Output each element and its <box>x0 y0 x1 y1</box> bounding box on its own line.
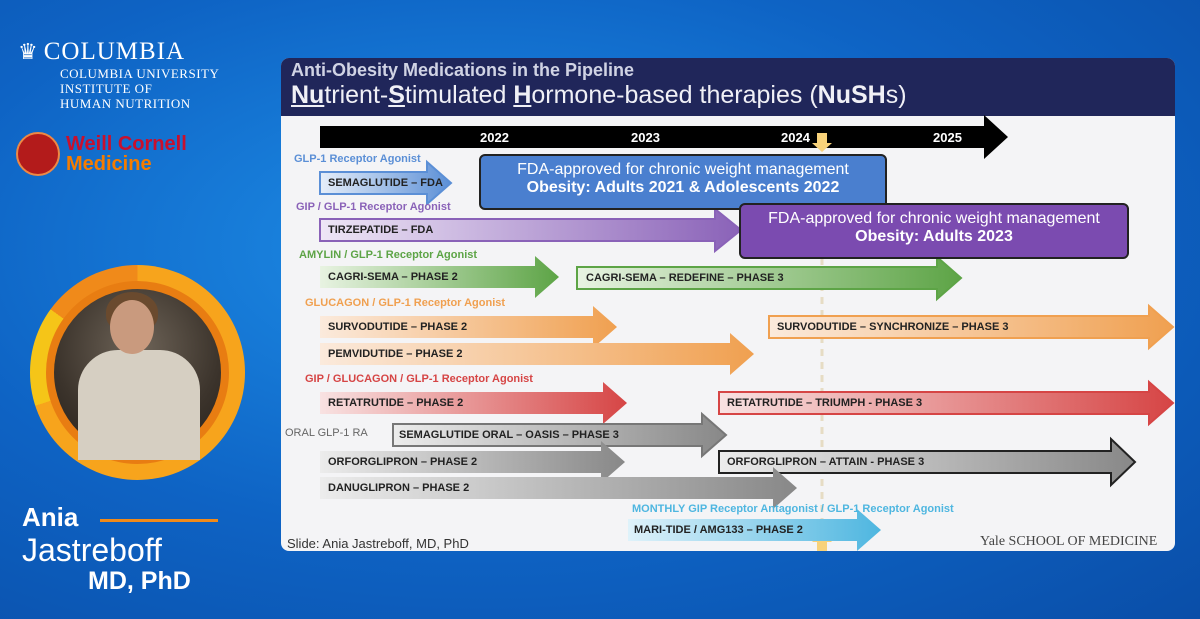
weill-line2: Medicine <box>66 153 152 175</box>
label-semaoral: SEMAGLUTIDE ORAL – OASIS – PHASE 3 <box>399 429 619 441</box>
slide-header <box>281 58 1175 116</box>
bar-maritide <box>628 509 881 551</box>
category-amylin: AMYLIN / GLP-1 Receptor Agonist <box>299 249 478 261</box>
speaker-last-name: Jastreboff <box>22 532 162 568</box>
columbia-sub2: INSTITUTE OF <box>60 81 153 96</box>
label-cagri3: CAGRI-SEMA – REDEFINE – PHASE 3 <box>586 272 784 284</box>
category-glp1: GLP-1 Receptor Agonist <box>294 153 421 165</box>
callout2-line2: Obesity: Adults 2023 <box>855 228 1013 245</box>
bar-semaoral <box>392 411 728 459</box>
label-reta3: RETATRUTIDE – TRIUMPH - PHASE 3 <box>727 397 923 409</box>
bar-reta3 <box>718 379 1175 427</box>
slide-title: Anti-Obesity Medications in the Pipeline <box>291 60 635 80</box>
label-orfor2: ORFORGLIPRON – PHASE 2 <box>328 456 478 468</box>
year-2024: 2024 <box>781 130 810 145</box>
columbia-logo: ♛ COLUMBIA COLUMBIA UNIVERSITY INSTITUTE… <box>18 38 219 111</box>
category-glucagon: GLUCAGON / GLP-1 Receptor Agonist <box>305 297 506 309</box>
st-p7: NuSH <box>817 81 886 109</box>
bar-survo2 <box>320 306 617 348</box>
callout-semaglutide: FDA-approved for chronic weight manageme… <box>479 154 887 210</box>
category-oral: ORAL GLP-1 RA <box>285 427 368 439</box>
category-triple: GIP / GLUCAGON / GLP-1 Receptor Agonist <box>305 373 533 385</box>
label-pemvi: PEMVIDUTIDE – PHASE 2 <box>328 348 463 360</box>
label-maritide: MARI-TIDE / AMG133 – PHASE 2 <box>634 524 803 536</box>
weill-cornell-logo: Weill Cornell Medicine <box>16 132 187 176</box>
speaker-divider <box>100 519 218 522</box>
label-survo3: SURVODUTIDE – SYNCHRONIZE – PHASE 3 <box>777 321 1009 333</box>
speaker-figure-head <box>110 300 154 354</box>
columbia-name: COLUMBIA <box>43 38 186 65</box>
category-monthly: MONTHLY GIP Receptor Antagonist / GLP-1 … <box>632 503 954 515</box>
label-cagri2: CAGRI-SEMA – PHASE 2 <box>328 271 458 283</box>
slide: Anti-Obesity Medications in the Pipeline… <box>281 58 1175 551</box>
st-p3: S <box>388 81 405 109</box>
st-p8: s) <box>885 81 907 109</box>
callout2-line1: FDA-approved for chronic weight manageme… <box>768 210 1100 227</box>
speaker-name-card: Ania Jastreboff MD, PhD <box>22 502 191 596</box>
year-2023: 2023 <box>631 130 660 145</box>
label-survo2: SURVODUTIDE – PHASE 2 <box>328 321 468 333</box>
label-danu: DANUGLIPRON – PHASE 2 <box>328 482 470 494</box>
bar-reta2 <box>320 382 627 424</box>
slide-subtitle: Nutrient-Stimulated Hormone-based therap… <box>291 81 907 110</box>
bar-cagri2 <box>320 256 559 298</box>
bar-danu <box>320 467 797 509</box>
st-p2: trient- <box>324 81 389 109</box>
st-p1: Nu <box>291 81 325 109</box>
callout1-line1: FDA-approved for chronic weight manageme… <box>517 161 849 178</box>
year-2022: 2022 <box>480 130 509 145</box>
callout1-line2: Obesity: Adults 2021 & Adolescents 2022 <box>526 179 840 196</box>
st-p4: timulated <box>404 81 514 109</box>
yale-logo: Yale SCHOOL OF MEDICINE <box>980 534 1158 549</box>
marker-2024-bottom <box>812 532 832 551</box>
label-orfor3: ORFORGLIPRON – ATTAIN - PHASE 3 <box>727 456 925 468</box>
label-semaglutide: SEMAGLUTIDE – FDA <box>328 177 443 189</box>
bar-survo3 <box>768 303 1175 351</box>
speaker-first-name: Ania <box>22 502 79 532</box>
label-tirzepatide: TIRZEPATIDE – FDA <box>328 224 434 236</box>
speaker-figure-body <box>78 350 200 460</box>
label-reta2: RETATRUTIDE – PHASE 2 <box>328 397 464 409</box>
bar-pemvi <box>320 333 754 375</box>
bar-tirzepatide <box>319 206 743 254</box>
year-axis-arrow <box>320 115 1008 159</box>
seal-icon <box>16 132 60 176</box>
year-2025: 2025 <box>933 130 962 145</box>
st-p6: ormone-based therapies ( <box>531 81 818 109</box>
marker-2024-top <box>812 133 832 152</box>
columbia-sub3: HUMAN NUTRITION <box>60 96 191 111</box>
crown-icon: ♛ <box>18 39 38 64</box>
columbia-sub1: COLUMBIA UNIVERSITY <box>60 66 220 81</box>
callout-tirzepatide: FDA-approved for chronic weight manageme… <box>739 203 1129 259</box>
bar-semaglutide <box>319 159 453 207</box>
st-p5: H <box>513 81 532 109</box>
bar-orfor2 <box>320 441 625 483</box>
bar-cagri3 <box>576 254 963 302</box>
bar-orfor3 <box>718 436 1137 488</box>
category-gip-glp1: GIP / GLP-1 Receptor Agonist <box>296 201 451 213</box>
weill-line1: Weill Cornell <box>66 133 187 155</box>
slide-credit: Slide: Ania Jastreboff, MD, PhD <box>287 536 469 551</box>
timeline-graphic <box>319 115 1175 551</box>
speaker-degree: MD, PhD <box>88 567 191 595</box>
